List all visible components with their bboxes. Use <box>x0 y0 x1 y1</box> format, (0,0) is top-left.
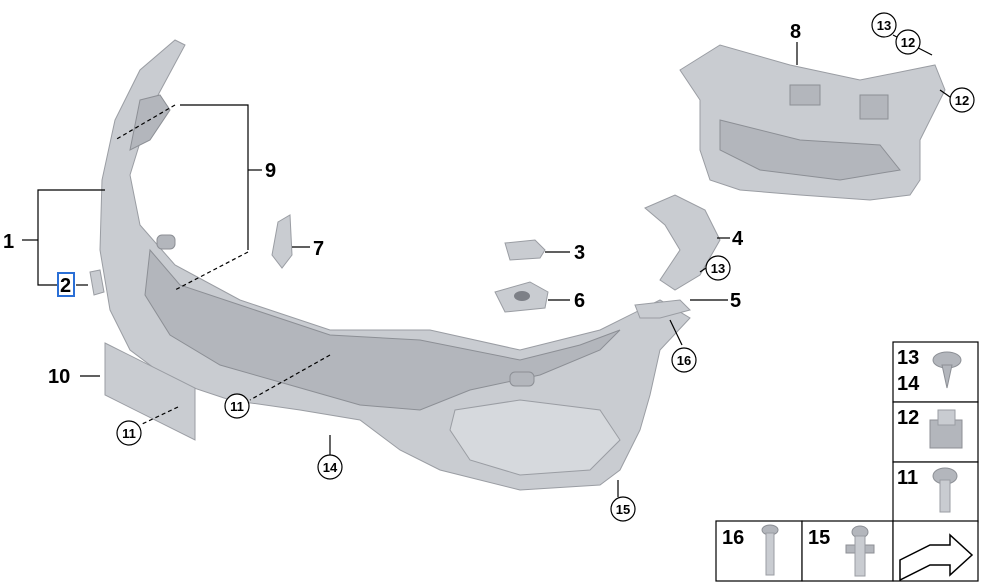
license-plate-bracket-part[interactable] <box>104 342 196 441</box>
side-bracket-part[interactable] <box>644 194 721 291</box>
svg-text:14: 14 <box>323 460 338 475</box>
callout-13-top: 13 <box>871 12 897 38</box>
svg-text:13: 13 <box>711 261 725 276</box>
svg-text:11: 11 <box>122 426 136 441</box>
svg-text:14: 14 <box>897 373 920 395</box>
callout-13-side: 13 <box>705 255 731 281</box>
clip-part[interactable] <box>89 269 105 296</box>
svg-text:15: 15 <box>808 527 830 549</box>
callout-12-side: 12 <box>949 87 975 113</box>
leader-lines <box>22 34 951 497</box>
label-9: 9 <box>265 160 276 182</box>
svg-text:12: 12 <box>955 93 969 108</box>
svg-text:11: 11 <box>230 399 244 414</box>
small-bracket-part[interactable] <box>634 299 691 319</box>
label-4: 4 <box>732 228 744 250</box>
svg-text:12: 12 <box>897 407 919 429</box>
legend-box-11: 11 <box>892 461 979 523</box>
legend-box-15: 15 <box>801 520 894 582</box>
fog-light-opening-left <box>156 234 176 250</box>
callout-14: 14 <box>317 454 343 480</box>
legend-box-12: 12 <box>892 401 979 463</box>
label-8: 8 <box>790 21 801 43</box>
cover-cap-part[interactable] <box>504 239 546 261</box>
svg-text:16: 16 <box>722 527 744 549</box>
sensor-opening <box>509 371 535 387</box>
label-10: 10 <box>48 366 70 388</box>
svg-text:16: 16 <box>677 353 691 368</box>
svg-text:15: 15 <box>616 502 630 517</box>
callout-16: 16 <box>671 347 697 373</box>
legend-box-arrow <box>892 520 979 582</box>
callout-11-center: 11 <box>224 393 250 419</box>
bracket-assembly-part[interactable] <box>679 44 946 201</box>
callout-12-top: 12 <box>895 29 921 55</box>
label-6: 6 <box>574 290 585 312</box>
tow-hook-cover-part[interactable] <box>494 281 549 313</box>
direction-arrow-icon <box>899 533 974 582</box>
label-5: 5 <box>730 290 741 312</box>
selection-highlight <box>57 272 75 297</box>
label-1: 1 <box>3 231 14 253</box>
legend-box-13-14: 13 14 <box>892 341 979 403</box>
svg-text:13: 13 <box>877 18 891 33</box>
callout-11-plate: 11 <box>116 420 142 446</box>
front-bumper-part[interactable] <box>99 39 691 491</box>
trim-strip-part[interactable] <box>271 214 293 269</box>
legend-box-16: 16 <box>715 520 803 582</box>
label-2[interactable]: 2 <box>60 275 71 297</box>
svg-text:11: 11 <box>897 467 918 489</box>
svg-text:13: 13 <box>897 347 919 369</box>
svg-text:12: 12 <box>901 35 915 50</box>
label-7: 7 <box>313 238 324 260</box>
label-3: 3 <box>574 242 585 264</box>
callout-15: 15 <box>610 496 636 522</box>
